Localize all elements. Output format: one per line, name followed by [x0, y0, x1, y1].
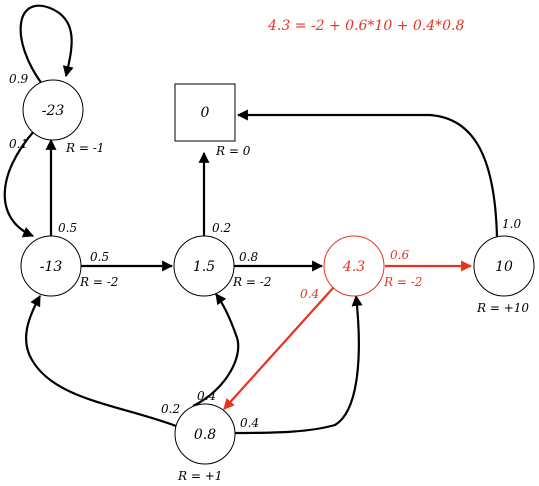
edge-43-to-08 [223, 287, 334, 410]
reward-15: R = -2 [232, 275, 271, 289]
prob-m23-to-m13: 0.1 [9, 137, 28, 151]
state-15-value: 1.5 [193, 259, 215, 275]
reward-m23: R = -1 [65, 141, 104, 155]
prob-43-to-10: 0.6 [390, 248, 409, 262]
reward-10: R = +10 [476, 301, 529, 315]
value-equation: 4.3 = -2 + 0.6*10 + 0.4*0.8 [267, 18, 464, 34]
state-terminal-value: 0 [201, 105, 210, 121]
prob-m13-to-m23: 0.5 [58, 221, 77, 235]
state-08: 0.8 [174, 403, 236, 465]
state-m23-value: -23 [42, 103, 65, 119]
prob-10-to-term: 1.0 [502, 217, 521, 231]
state-43: 4.3 [323, 235, 385, 297]
prob-08-to-15: 0.4 [197, 389, 216, 403]
state-10: 10 [473, 235, 535, 297]
prob-08-to-m13: 0.2 [161, 402, 180, 416]
state-10-value: 10 [495, 259, 513, 275]
edge-10-to-term [236, 109, 499, 239]
edge-m23-to-m13 [3, 129, 36, 238]
state-terminal: 0 [174, 83, 236, 142]
prob-m13-to-15: 0.5 [90, 250, 109, 264]
edge-08-to-m13 [24, 295, 177, 428]
reward-terminal: R = 0 [215, 144, 251, 158]
state-08-value: 0.8 [194, 427, 216, 443]
edge-08-to-43 [232, 294, 363, 435]
reward-08: R = +1 [177, 469, 222, 483]
prob-08-to-43: 0.4 [240, 416, 259, 430]
reward-43: R = -2 [383, 275, 422, 289]
state-m23: -23 [22, 79, 84, 141]
edge-m23-self [19, 4, 74, 85]
prob-15-to-43: 0.8 [239, 250, 258, 264]
state-m13-value: -13 [40, 259, 63, 275]
state-43-value: 4.3 [342, 259, 365, 275]
reward-m13: R = -2 [79, 275, 118, 289]
prob-43-to-08: 0.4 [300, 287, 319, 301]
prob-m23-self: 0.9 [9, 72, 28, 86]
edge-08-to-15 [192, 293, 240, 407]
state-m13: -13 [20, 235, 82, 297]
prob-15-to-term: 0.2 [212, 221, 231, 235]
state-15: 1.5 [173, 235, 235, 297]
